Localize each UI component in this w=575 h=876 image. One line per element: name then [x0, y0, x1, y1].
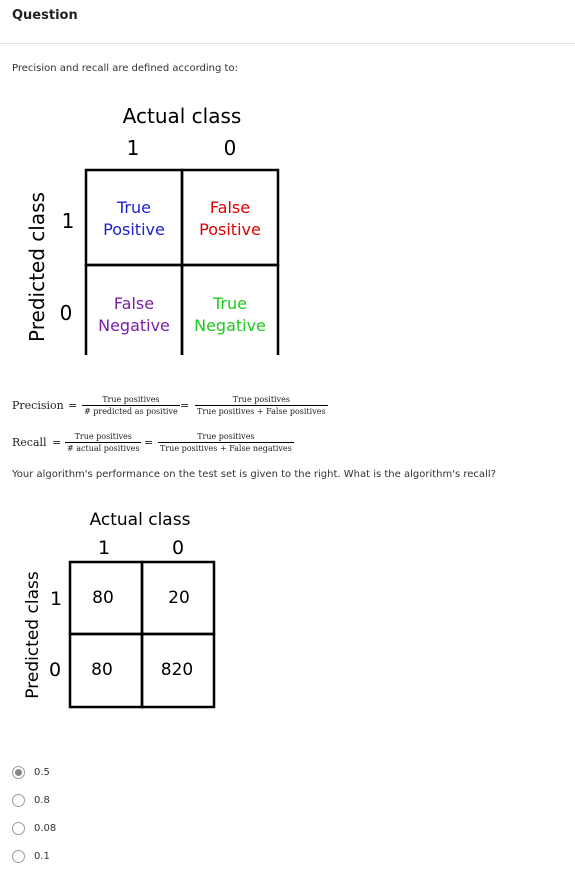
col-label-1: 1	[127, 136, 140, 160]
recall-lhs: Recall	[12, 436, 47, 449]
confusion-matrix-diagram: Actual class 1 0 Predicted class 1 0 Tru…	[25, 104, 280, 355]
performance-matrix: Actual class 1 0 Predicted class 1 0 80 …	[23, 510, 216, 709]
radio-button[interactable]	[12, 822, 25, 835]
question-text: Your algorithm's performance on the test…	[12, 469, 496, 480]
option-0-8[interactable]: 0.8	[12, 794, 212, 810]
radio-button[interactable]	[12, 794, 25, 807]
option-0-1[interactable]: 0.1	[12, 850, 212, 866]
recall-frac2-den: True positives + False negatives	[160, 444, 292, 453]
perf-value-fp: 20	[168, 588, 190, 608]
perf-predicted-class-label: Predicted class	[23, 571, 43, 699]
perf-row-label-1: 1	[50, 588, 62, 610]
cell-fp-line1: False	[210, 198, 250, 217]
precision-fraction-2: True positives True positives + False po…	[195, 395, 328, 416]
question-title: Question	[12, 8, 78, 23]
cell-tn-line2: Negative	[194, 316, 266, 335]
matrix-cell-tn	[180, 263, 280, 355]
precision-frac2-den: True positives + False positives	[197, 407, 326, 416]
precision-eq-2: =	[180, 399, 190, 412]
recall-fraction-2: True positives True positives + False ne…	[158, 432, 294, 453]
option-label: 0.5	[34, 767, 50, 778]
perf-cell-tn	[140, 632, 216, 709]
radio-button[interactable]	[12, 850, 25, 863]
perf-value-tn: 820	[161, 660, 193, 680]
cell-tp-line1: True	[116, 198, 151, 217]
precision-frac1-den: # predicted as positive	[84, 407, 178, 416]
perf-value-tp: 80	[92, 588, 114, 608]
precision-eq-1: =	[68, 399, 78, 412]
recall-eq-2: =	[144, 436, 154, 449]
radio-button[interactable]	[12, 766, 25, 779]
perf-col-label-1: 1	[98, 537, 110, 559]
matrix-cell-fp	[180, 168, 280, 267]
perf-col-label-0: 0	[172, 537, 184, 559]
question-header: Question	[0, 0, 575, 44]
option-0-08[interactable]: 0.08	[12, 822, 212, 838]
row-label-0: 0	[60, 301, 73, 325]
cell-fn-line2: Negative	[98, 316, 170, 335]
recall-eq-1: =	[52, 436, 62, 449]
cell-fn-line1: False	[114, 294, 154, 313]
precision-frac2-num: True positives	[195, 395, 328, 406]
cell-tn-line1: True	[212, 294, 247, 313]
cell-tp-line2: Positive	[103, 220, 165, 239]
perf-actual-class-label: Actual class	[90, 510, 191, 530]
precision-fraction-1: True positives # predicted as positive	[82, 395, 180, 416]
recall-frac2-num: True positives	[158, 432, 294, 443]
matrix-cell-tp	[84, 168, 184, 267]
recall-fraction-1: True positives # actual positives	[65, 432, 142, 453]
option-label: 0.08	[34, 823, 57, 834]
precision-lhs: Precision	[12, 399, 64, 412]
actual-class-label: Actual class	[123, 104, 242, 128]
recall-formula: Recall = True positives # actual positiv…	[0, 429, 575, 459]
row-label-1: 1	[62, 209, 75, 233]
col-label-0: 0	[224, 136, 237, 160]
perf-value-fn: 80	[91, 660, 113, 680]
cell-fp-line2: Positive	[199, 220, 261, 239]
precision-formula: Precision = True positives # predicted a…	[0, 392, 575, 422]
option-label: 0.8	[34, 795, 50, 806]
precision-frac1-num: True positives	[82, 395, 180, 406]
option-label: 0.1	[34, 851, 50, 862]
option-0-5[interactable]: 0.5	[12, 766, 212, 782]
intro-text: Precision and recall are defined accordi…	[12, 63, 238, 74]
predicted-class-label: Predicted class	[25, 192, 49, 342]
perf-row-label-0: 0	[49, 659, 61, 681]
recall-frac1-den: # actual positives	[67, 444, 140, 453]
recall-frac1-num: True positives	[65, 432, 142, 443]
